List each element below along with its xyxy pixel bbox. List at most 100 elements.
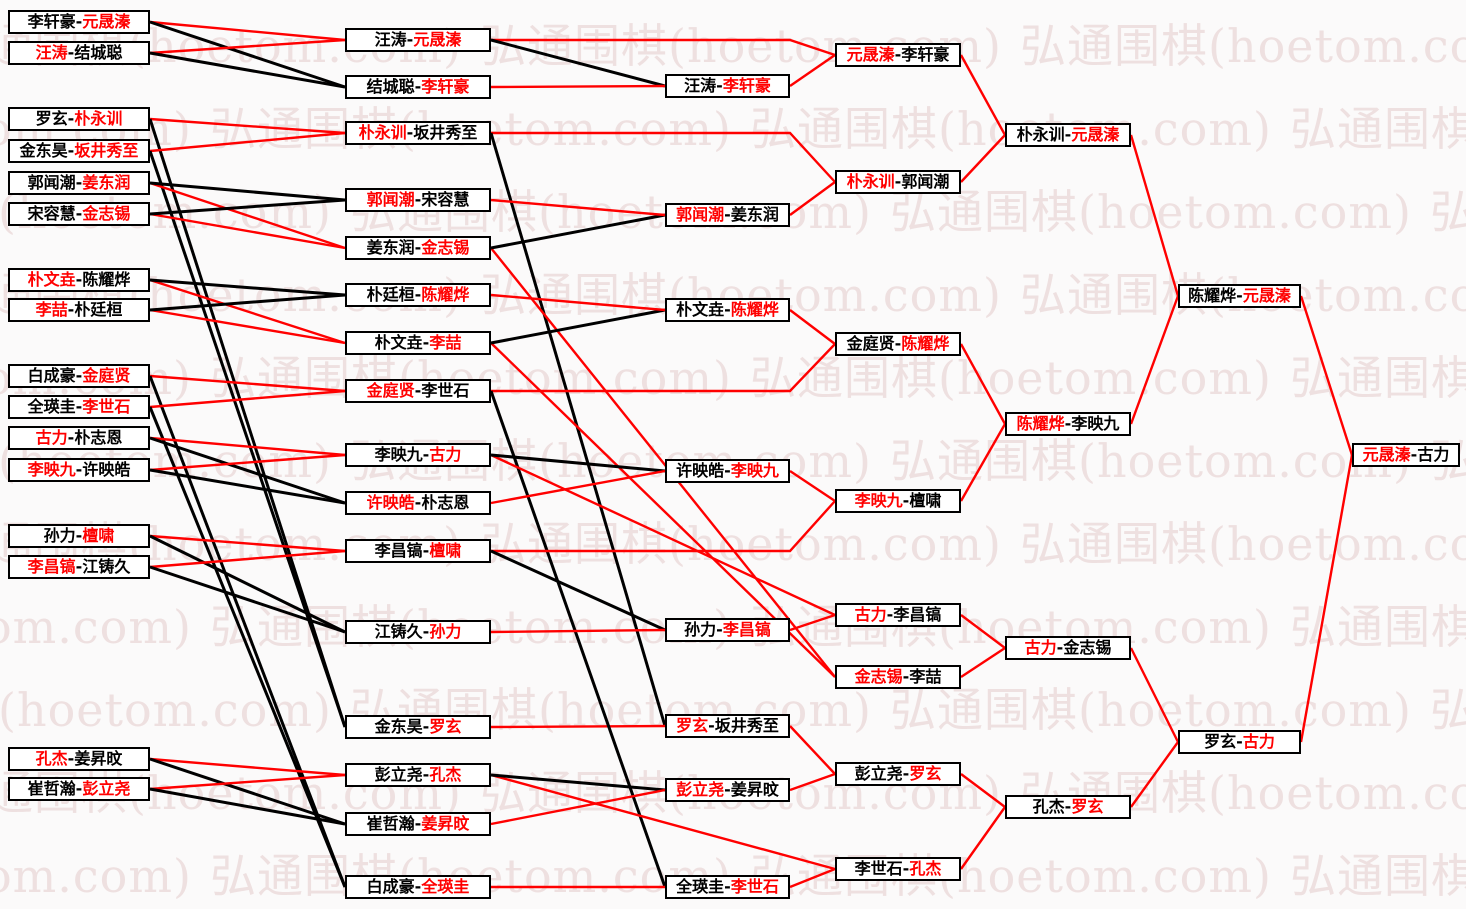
player-name-winner: 李映九 <box>854 491 903 510</box>
bracket-edge-win <box>490 628 666 634</box>
vs-dash: - <box>894 172 902 191</box>
bracket-edge-win <box>960 806 1006 870</box>
player-name-winner: 全瑛圭 <box>421 877 470 896</box>
bracket-edge-loss <box>149 181 346 202</box>
bracket-edge-win <box>149 38 346 55</box>
bracket-edge-loss <box>489 390 667 888</box>
player-name-winner: 孔杰 <box>429 765 462 784</box>
player-name-winner: 李映九 <box>730 461 779 480</box>
match-box: 许映皓-朴志恩 <box>345 491 491 515</box>
bracket-edge-win <box>1130 741 1179 808</box>
player-name-loser: 许映皓 <box>676 461 725 480</box>
player-name-winner: 坂井秀至 <box>74 141 139 160</box>
player-name-loser: 结城聪 <box>366 77 415 96</box>
match-box: 姜东润-金志锡 <box>345 236 491 260</box>
vs-dash: - <box>716 620 723 639</box>
vs-dash: - <box>75 779 83 798</box>
player-name-winner: 古力 <box>1242 732 1275 751</box>
vs-dash: - <box>724 877 731 896</box>
player-name-winner: 李昌镐 <box>722 620 771 639</box>
vs-dash: - <box>67 109 75 128</box>
bracket-edge-win <box>490 788 666 826</box>
player-name-winner: 李轩豪 <box>722 76 771 95</box>
bracket-edge-win <box>1129 647 1180 743</box>
vs-dash: - <box>414 190 422 209</box>
player-name-winner: 汪涛 <box>35 43 68 62</box>
player-name-loser: 宋容慧 <box>27 204 76 223</box>
match-box: 孙力-李昌镐 <box>665 618 790 642</box>
vs-dash: - <box>75 460 83 479</box>
vs-dash: - <box>75 397 83 416</box>
vs-dash: - <box>422 717 430 736</box>
player-name-loser: 全瑛圭 <box>27 397 76 416</box>
vs-dash: - <box>67 141 75 160</box>
vs-dash: - <box>67 300 75 319</box>
bracket-edge-win <box>149 212 346 250</box>
bracket-edge-win <box>490 247 836 678</box>
vs-dash: - <box>724 461 731 480</box>
bracket-edge-win <box>490 84 666 89</box>
player-name-loser: 金庭贤 <box>846 334 895 353</box>
player-name-loser: 朴文垚 <box>676 300 725 319</box>
player-name-winner: 罗玄 <box>676 716 709 735</box>
bracket-edge-loss <box>149 436 346 505</box>
player-name-loser: 朴志恩 <box>421 493 470 512</box>
vs-dash: - <box>1064 125 1072 144</box>
bracket-edge-loss <box>148 406 347 888</box>
vs-dash: - <box>75 526 83 545</box>
player-name-loser: 金东昊 <box>19 141 68 160</box>
match-box: 朴文垚-李喆 <box>345 331 491 355</box>
match-box: 古力-金志锡 <box>1005 636 1131 660</box>
player-name-winner: 李世石 <box>82 397 131 416</box>
bracket-edge-win <box>491 500 836 553</box>
vs-dash: - <box>1236 286 1243 305</box>
vs-dash: - <box>902 667 910 686</box>
player-name-winner: 郭闻潮 <box>366 190 415 209</box>
player-name-loser: 许映皓 <box>82 460 131 479</box>
bracket-edge-win <box>960 134 1006 183</box>
vs-dash: - <box>422 541 430 560</box>
bracket-edge-win <box>490 453 836 617</box>
vs-dash: - <box>75 12 83 31</box>
player-name-loser: 白成豪 <box>27 366 76 385</box>
player-name-winner: 元晟溱 <box>1071 125 1120 144</box>
match-box: 李世石-孔杰 <box>835 857 961 881</box>
player-name-loser: 金志锡 <box>1063 638 1112 657</box>
player-name-winner: 金庭贤 <box>366 381 415 400</box>
match-box: 孙力-檀啸 <box>8 524 150 548</box>
match-box: 朴永训-元晟溱 <box>1005 123 1131 147</box>
bracket-edge-win <box>149 757 346 777</box>
bracket-edge-win <box>789 470 836 502</box>
match-box: 郭闻潮-宋容慧 <box>345 188 491 212</box>
bracket-edge-win <box>149 20 346 42</box>
match-box: 汪涛-元晟溱 <box>345 28 491 52</box>
match-box: 朴文垚-陈耀烨 <box>8 268 150 292</box>
bracket-edge-loss <box>490 453 666 473</box>
bracket-edge-win <box>1299 454 1354 743</box>
match-box: 汪涛-李轩豪 <box>665 74 790 98</box>
player-name-loser: 李喆 <box>909 667 942 686</box>
player-name-winner: 孙力 <box>429 622 462 641</box>
vs-dash: - <box>75 173 83 192</box>
match-box: 古力-李昌镐 <box>835 603 961 627</box>
vs-dash: - <box>894 45 902 64</box>
player-name-loser: 坂井秀至 <box>413 123 478 142</box>
match-box: 白成豪-金庭贤 <box>8 364 150 388</box>
player-name-loser: 陈耀烨 <box>82 270 131 289</box>
player-name-winner: 金庭贤 <box>82 366 131 385</box>
match-box: 崔哲瀚-彭立尧 <box>8 777 150 801</box>
bracket-edge-win <box>149 308 346 345</box>
bracket-edge-loss <box>490 773 666 792</box>
player-name-winner: 朴永训 <box>846 172 895 191</box>
player-name-loser: 李世石 <box>854 859 903 878</box>
vs-dash: - <box>724 300 731 319</box>
bracket-edge-win <box>789 867 836 889</box>
bracket-edge-win <box>789 725 836 775</box>
match-box: 陈耀烨-李映九 <box>1005 412 1131 436</box>
match-box: 结城聪-李轩豪 <box>345 75 491 99</box>
player-name-winner: 罗玄 <box>909 764 942 783</box>
player-name-winner: 罗玄 <box>429 717 462 736</box>
player-name-winner: 古力 <box>854 605 887 624</box>
vs-dash: - <box>902 859 910 878</box>
vs-dash: - <box>886 605 894 624</box>
